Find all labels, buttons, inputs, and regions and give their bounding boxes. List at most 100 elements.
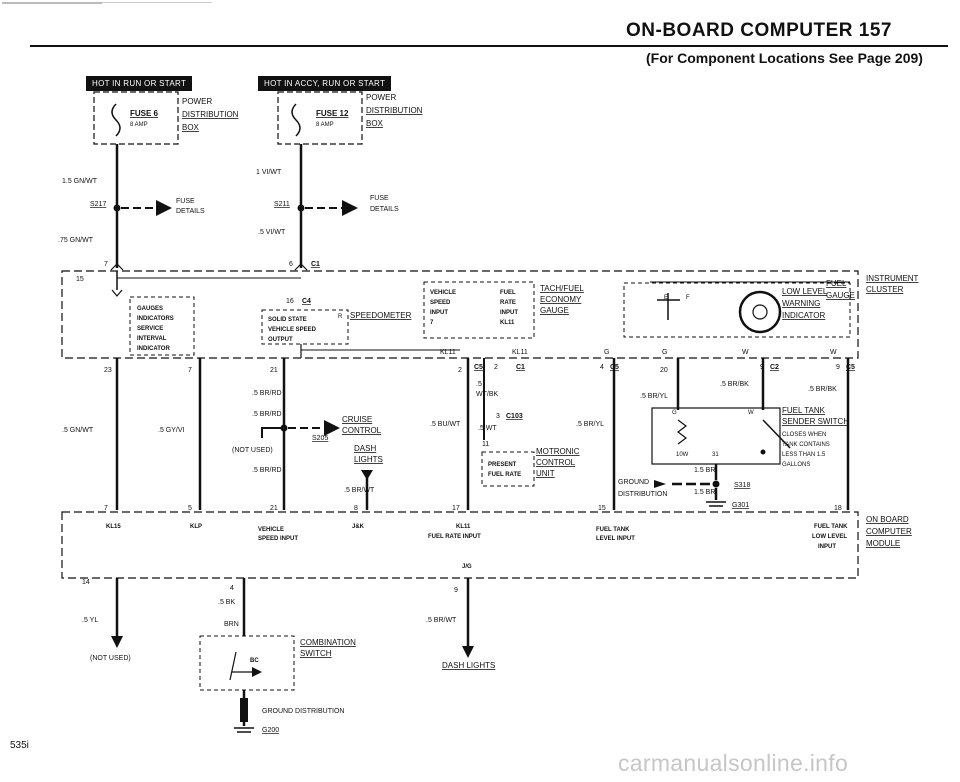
splice-s318-label: S318 <box>734 482 750 489</box>
wire-5-br-rd-b: .5 BR/RD <box>252 411 282 418</box>
dash-lights-a-1: DASH <box>354 444 376 453</box>
pin-7-top: 7 <box>104 261 108 268</box>
obc-level-input: LEVEL INPUT <box>596 536 635 542</box>
instrument-cluster-box <box>61 270 859 359</box>
left-fuse-label: FUSE 6 <box>130 109 159 118</box>
wire-brn: BRN <box>224 621 239 628</box>
fuse-details-right-1: FUSE <box>370 195 389 202</box>
fuse-details-right-2: DETAILS <box>370 206 399 213</box>
ground-distribution-bottom: GROUND DISTRIBUTION <box>262 708 344 715</box>
not-used-b: (NOT USED) <box>90 655 131 662</box>
wire-5-br-yl-a: .5 BR/YL <box>576 421 604 428</box>
not-used-stub <box>261 427 284 438</box>
combination-switch-2: SWITCH <box>300 649 332 658</box>
pin-14: 14 <box>82 579 90 586</box>
obc-low-level: LOW LEVEL <box>812 534 847 540</box>
connector-c4: C4 <box>302 298 311 305</box>
present-2: FUEL RATE <box>488 472 521 478</box>
wire-5-vi-wt: .5 VI/WT <box>258 229 286 236</box>
cruise-1: CRUISE <box>342 415 372 424</box>
wire-5-br-rd-c: .5 BR/RD <box>252 467 282 474</box>
hot-in-run-badge: HOT IN RUN OR START <box>86 76 193 91</box>
tach-fuel-2: ECONOMY <box>540 295 582 304</box>
pin-2: 2 <box>458 367 462 374</box>
ground-dist-1: GROUND <box>618 479 649 486</box>
pin-15-obc: 15 <box>598 505 606 512</box>
obc-klp: KLP <box>190 524 202 530</box>
gauges-label-4: INTERVAL <box>137 336 167 342</box>
fuse-details-left-1: FUSE <box>176 198 195 205</box>
wire-1-5-br-a: 1.5 BR <box>694 467 715 474</box>
wire-5-yl: .5 YL <box>82 617 98 624</box>
connector-c5-a: C5 <box>474 364 483 371</box>
pin-g-a: G <box>604 349 609 356</box>
ground-symbol-g301 <box>706 501 726 507</box>
low-level-3: INDICATOR <box>782 311 825 320</box>
combination-switch-box <box>199 635 295 691</box>
connector-c1-top: C1 <box>311 261 320 268</box>
pin-23: 23 <box>104 367 112 374</box>
pdb-right-box: BOX <box>366 119 384 128</box>
right-fuse-amp: 8 AMP <box>316 122 334 128</box>
pin-10w: 10W <box>676 452 689 458</box>
right-fuse-box <box>277 91 363 145</box>
bc-label: BC <box>250 658 259 664</box>
wire-1-5-br-b: 1.5 BR <box>694 489 715 496</box>
pdb-left-power: POWER <box>182 97 212 106</box>
fuel-gauge-2: GAUGE <box>826 291 855 300</box>
wire-wt-bk-label: WT/BK <box>476 391 498 398</box>
fri-2: RATE <box>500 300 516 306</box>
speedometer-label: SPEEDOMETER <box>350 311 412 320</box>
pin-31: 31 <box>712 452 719 458</box>
pin-2-c1: 2 <box>494 364 498 371</box>
pin-w-a: W <box>742 349 749 356</box>
splice-s217 <box>113 204 121 212</box>
instrument-cluster-label-2: CLUSTER <box>866 285 904 294</box>
pin-7-cluster: 7 <box>188 367 192 374</box>
ground-dist-2: DISTRIBUTION <box>618 491 667 498</box>
page-id: 535i <box>10 740 29 751</box>
pin-w-b: W <box>830 349 837 356</box>
wire-5-br-bk-b: .5 BR/BK <box>808 386 837 393</box>
cruise-2: CONTROL <box>342 426 382 435</box>
fuel-tank-sender-6: GALLONS <box>782 462 810 468</box>
pin-3: 3 <box>496 413 500 420</box>
fuel-gauge-box <box>623 281 851 338</box>
connector-c2: C2 <box>770 364 779 371</box>
motronic-2: CONTROL <box>536 458 576 467</box>
wire-5-br-bk-a: .5 BR/BK <box>720 381 749 388</box>
tach-fuel-1: TACH/FUEL <box>540 284 584 293</box>
left-fuse-amp: 8 AMP <box>130 122 148 128</box>
page-title: ON-BOARD COMPUTER 157 <box>626 20 892 41</box>
low-level-1: LOW LEVEL <box>782 287 828 296</box>
pdb-left-distribution: DISTRIBUTION <box>182 110 239 119</box>
pin-18-obc: 18 <box>834 505 842 512</box>
pin-5-obc: 5 <box>188 505 192 512</box>
header-rule <box>30 45 948 47</box>
fri-1: FUEL <box>500 290 516 296</box>
wire-5-top: .5 <box>476 381 482 388</box>
ground-g200-label: G200 <box>262 727 279 734</box>
kl11-a: KL11 <box>440 349 456 356</box>
cluster-arrow <box>111 289 123 297</box>
fri-3: INPUT <box>500 310 518 316</box>
ground-dist-arrow <box>654 480 666 488</box>
connector-c103: C103 <box>506 413 523 420</box>
pdb-right-power: POWER <box>366 93 396 102</box>
wire-5-gy-vi: .5 GY/VI <box>158 427 185 434</box>
combination-switch-1: COMBINATION <box>300 638 356 647</box>
pin-15-cluster: 15 <box>76 276 84 283</box>
splice-s205 <box>280 424 288 432</box>
pin-21-obc: 21 <box>270 505 278 512</box>
pin-8-obc: 8 <box>354 505 358 512</box>
pin-6-top: 6 <box>289 261 293 268</box>
wire-5-gn-wt: .5 GN/WT <box>62 427 94 434</box>
obc-kl15: KL15 <box>106 524 121 530</box>
obc-input: INPUT <box>818 544 836 550</box>
pin-9-obc: 9 <box>454 587 458 594</box>
pin-g-sender: G <box>672 410 677 416</box>
connector-mark <box>110 263 124 271</box>
pin-w-sender: W <box>748 410 754 416</box>
pin-9-c5: 9 <box>836 364 840 371</box>
